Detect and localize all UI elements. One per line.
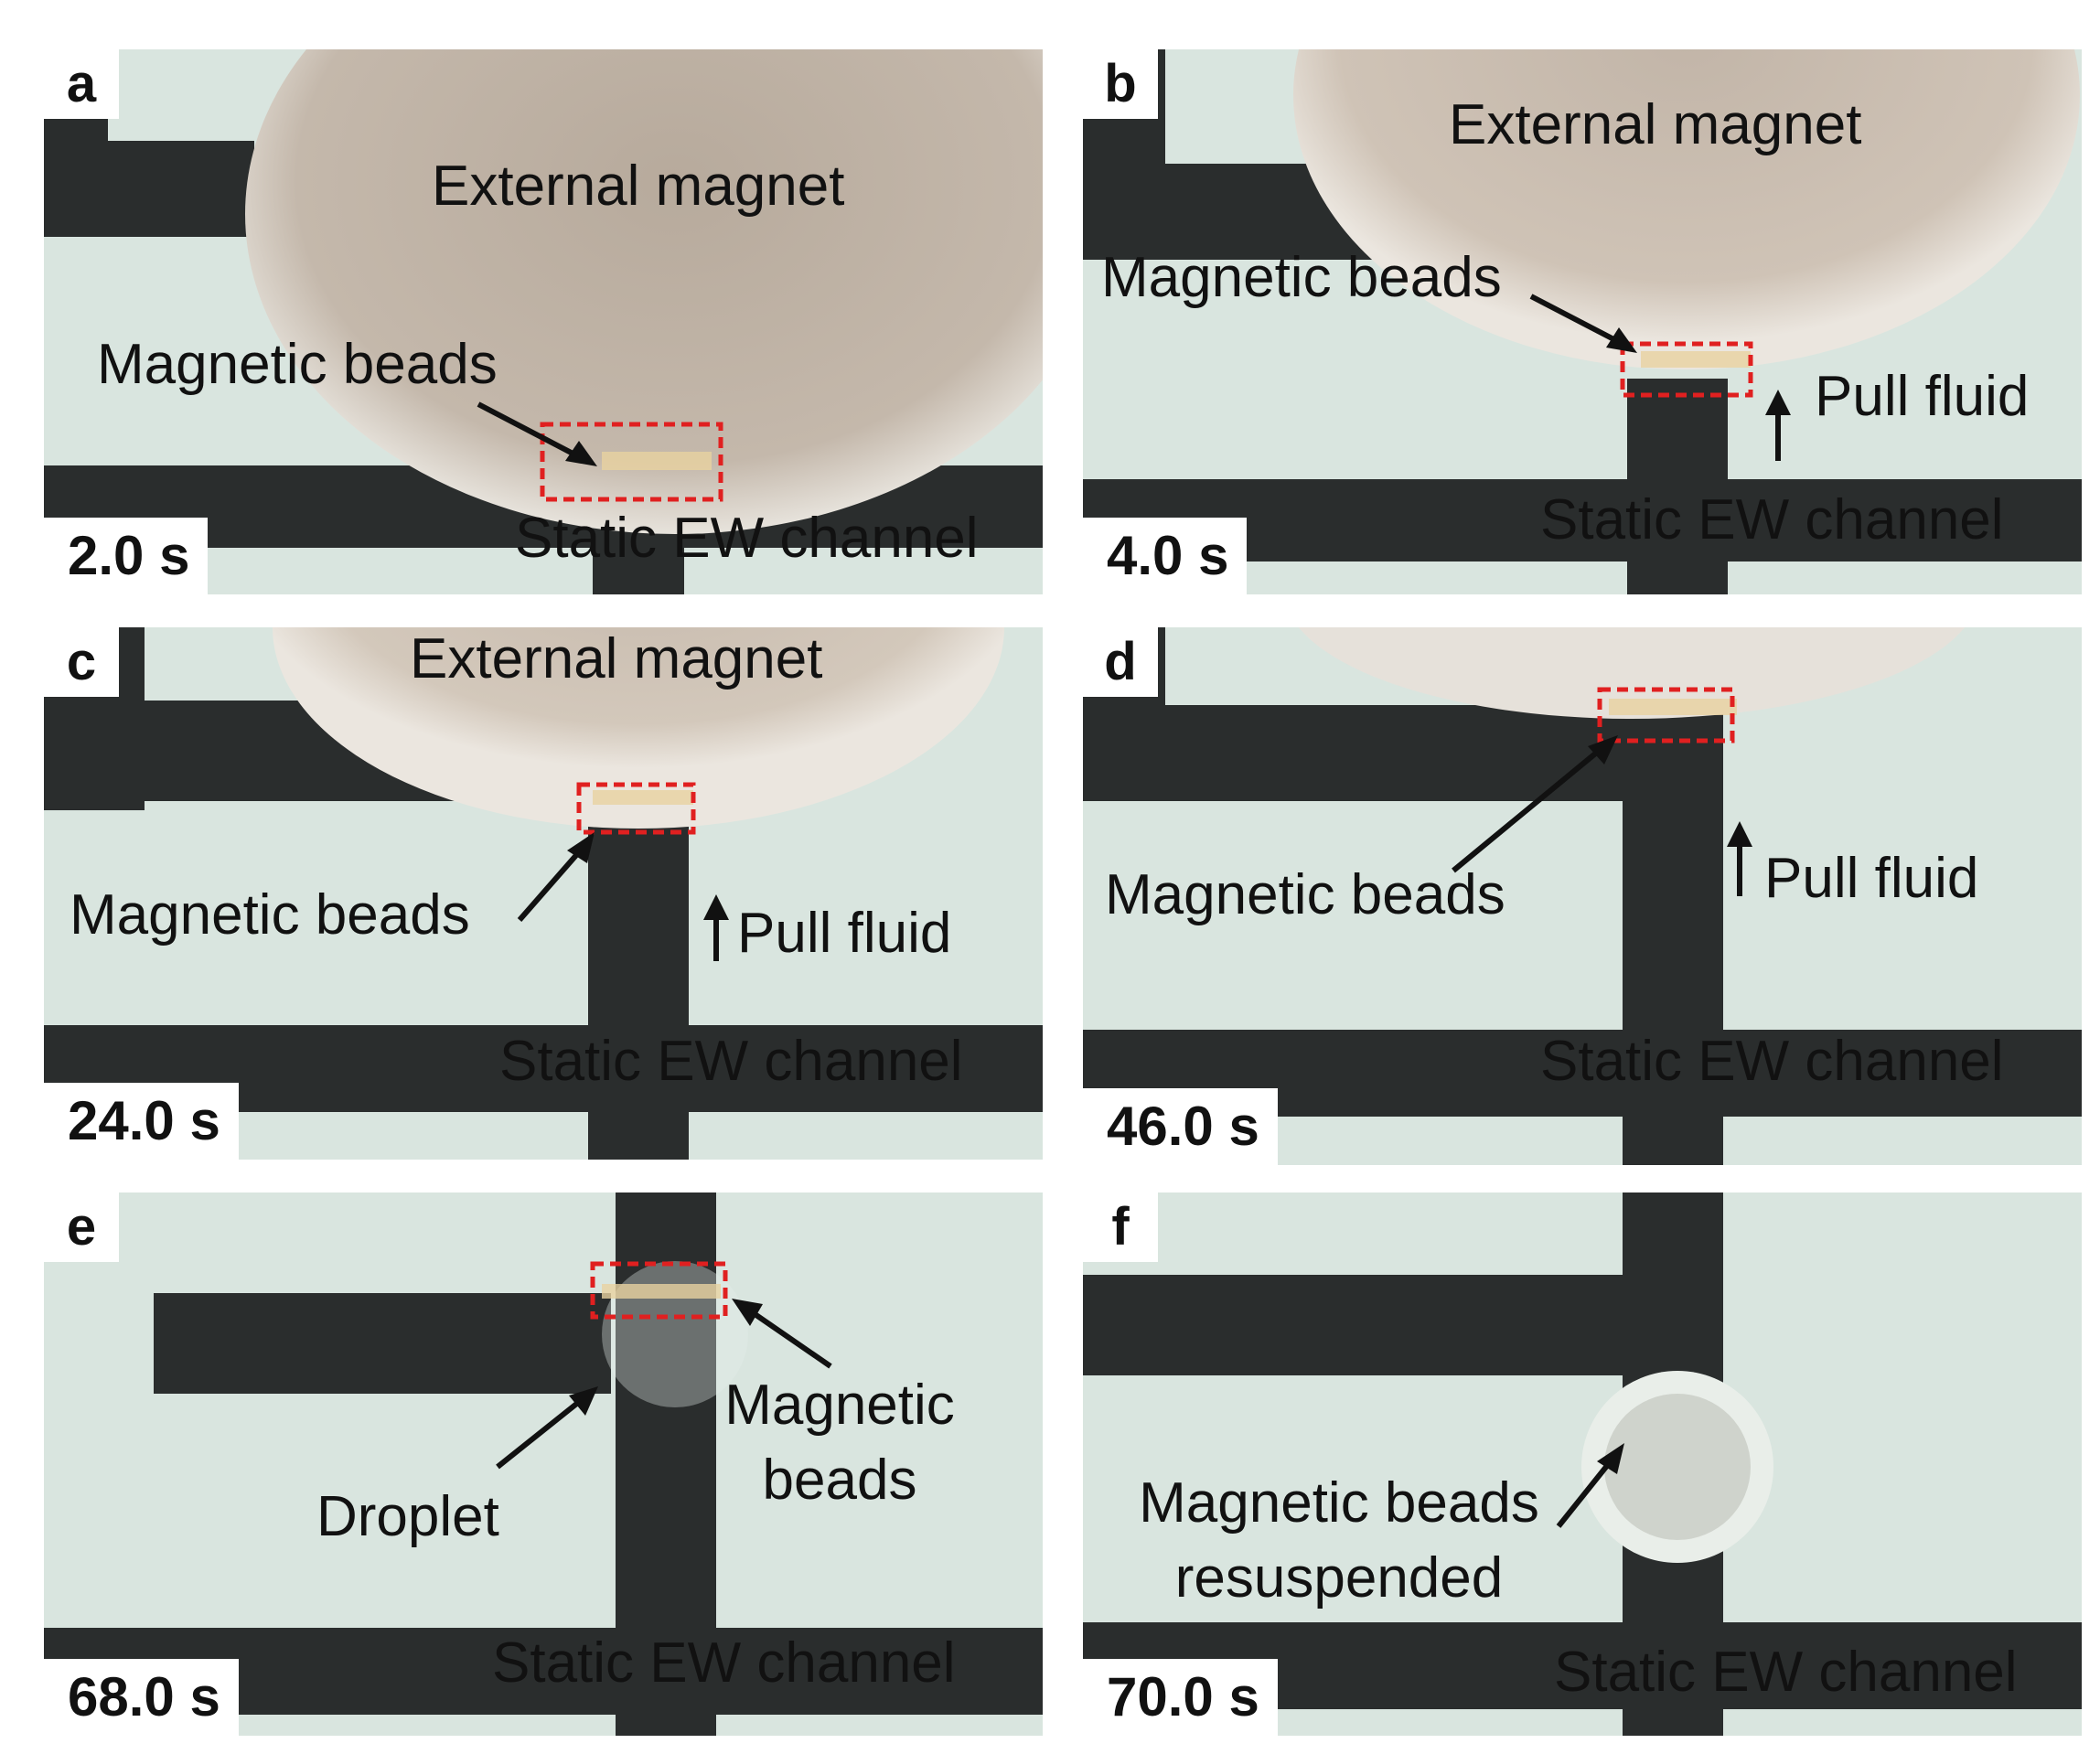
panel-b-channel-label: Static EW channel bbox=[1540, 488, 2004, 551]
panel-b-magnet-label: External magnet bbox=[1449, 93, 1862, 156]
panel-f-micrograph bbox=[1083, 1193, 2082, 1736]
panel-e-letter: e bbox=[44, 1193, 119, 1262]
panel-a: a External magnet Magnetic beads Static … bbox=[44, 49, 1043, 594]
panel-c-pull-label: Pull fluid bbox=[737, 902, 952, 965]
panel-a-beads-label: Magnetic beads bbox=[97, 333, 498, 396]
panel-f-beads-label-line1: Magnetic beads bbox=[1139, 1471, 1539, 1535]
panel-a-timestamp: 2.0 s bbox=[44, 518, 209, 594]
panel-e-channel-label: Static EW channel bbox=[492, 1631, 956, 1695]
panel-a-micrograph bbox=[44, 49, 1043, 594]
panel-d: d Magnetic beads Pull fluid Static EW ch… bbox=[1083, 627, 2082, 1165]
panel-c-channel-label: Static EW channel bbox=[499, 1030, 963, 1093]
panel-e-timestamp: 68.0 s bbox=[44, 1659, 239, 1736]
panel-d-pull-label: Pull fluid bbox=[1764, 847, 1979, 910]
panel-f-timestamp: 70.0 s bbox=[1083, 1659, 1278, 1736]
panel-f: f Magnetic beads resuspended Static EW c… bbox=[1083, 1193, 2082, 1736]
panel-a-channel-label: Static EW channel bbox=[515, 507, 979, 570]
panel-c-magnet-label: External magnet bbox=[410, 627, 823, 690]
panel-b-beads-label: Magnetic beads bbox=[1101, 246, 1502, 309]
panel-f-letter: f bbox=[1083, 1193, 1158, 1262]
panel-b-pull-label: Pull fluid bbox=[1815, 365, 2030, 428]
panel-b-timestamp: 4.0 s bbox=[1083, 518, 1248, 594]
panel-f-beads-label-line2: resuspended bbox=[1174, 1546, 1504, 1610]
panel-b: b External magnet Magnetic beads Pull fl… bbox=[1083, 49, 2082, 594]
panel-d-channel-label: Static EW channel bbox=[1540, 1030, 2004, 1093]
panel-e: e Droplet Magnetic beads Static EW chann… bbox=[44, 1193, 1043, 1736]
panel-c: c External magnet Magnetic beads Pull fl… bbox=[44, 627, 1043, 1160]
panel-e-beads-label-line2: beads bbox=[762, 1449, 917, 1512]
panel-e-droplet-label: Droplet bbox=[316, 1485, 499, 1548]
panel-f-channel-label: Static EW channel bbox=[1554, 1641, 2018, 1704]
panel-e-beads-label-line1: Magnetic bbox=[724, 1374, 955, 1437]
panel-d-beads-label: Magnetic beads bbox=[1105, 863, 1505, 926]
panel-f-beads-label: Magnetic beads resuspended bbox=[1101, 1471, 1577, 1610]
panel-c-letter: c bbox=[44, 627, 119, 697]
panel-d-timestamp: 46.0 s bbox=[1083, 1088, 1278, 1165]
panel-d-micrograph bbox=[1083, 627, 2082, 1165]
panel-a-magnet-label: External magnet bbox=[432, 155, 845, 218]
panel-d-letter: d bbox=[1083, 627, 1158, 697]
panel-a-letter: a bbox=[44, 49, 119, 119]
panel-c-beads-label: Magnetic beads bbox=[70, 883, 470, 947]
panel-c-timestamp: 24.0 s bbox=[44, 1083, 239, 1160]
panel-b-letter: b bbox=[1083, 49, 1158, 119]
panel-e-beads-label: Magnetic beads bbox=[721, 1374, 959, 1513]
